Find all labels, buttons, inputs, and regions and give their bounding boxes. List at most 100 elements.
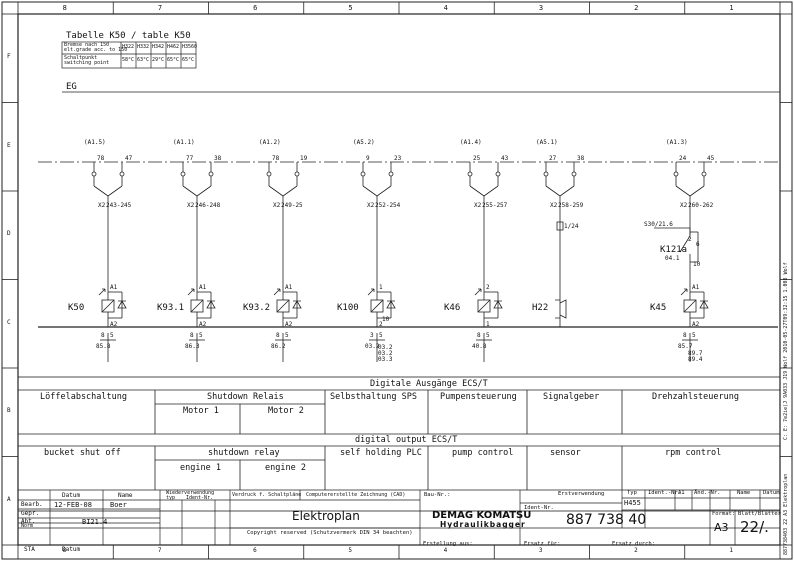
connector-socket-left: [266, 171, 272, 177]
indicator-arrow: [98, 288, 106, 296]
connector-pin-right-label: 47: [125, 155, 133, 162]
circuit-ref-label: (A1.4): [460, 139, 482, 146]
k45-ref-2: 89.7: [688, 350, 703, 357]
tb-ersatz-durch: Ersatz durch:: [612, 541, 656, 547]
contact-ref-value: 86.2: [271, 343, 286, 350]
wire-number-label: 246-248: [195, 202, 221, 209]
column-label-bottom: 6: [253, 547, 257, 554]
coil-pin-b-label: 1: [486, 321, 490, 328]
column-label-bottom: 4: [443, 547, 448, 554]
connector-pin-left-label: 77: [186, 155, 194, 162]
connector-socket-left: [543, 171, 549, 177]
coil-pin-b-label: A2: [199, 321, 207, 328]
wire-number-label: 252-254: [375, 202, 401, 209]
row-label-left: D: [7, 230, 11, 238]
tb-company-logo: DEMAG KOMATSU: [432, 510, 532, 521]
tb-typ-val: H455: [624, 499, 641, 507]
wire: [107, 185, 123, 197]
row-label-left: A: [7, 495, 11, 503]
tb-bearb-date: 12-FEB-08: [54, 501, 92, 509]
tb-erstellt: Erstellung aus:: [423, 541, 473, 547]
table-k50-row2-cell: 65°C: [182, 57, 195, 63]
wire: [362, 185, 378, 197]
tb-typ-label: Typ: [627, 490, 637, 496]
desc-header-de: Digitale Ausgänge ECS/T: [370, 379, 488, 389]
tb-sta: STA: [24, 546, 35, 553]
column-label-bottom: 8: [62, 547, 67, 554]
k45-ref-3: 89.4: [688, 356, 703, 363]
column-label-top: 3: [538, 4, 544, 12]
contact-ref-right: 5: [692, 332, 696, 339]
tb-computer: Computererstellte Zeichnung (CAD): [306, 492, 406, 498]
desc-en-selfholding: self holding PLC: [340, 448, 422, 458]
row-label-left: F: [7, 53, 11, 61]
wire-number-label: 258-259: [558, 202, 584, 209]
desc-en-shutdown: shutdown relay: [208, 448, 280, 458]
connector-pin-right-label: 23: [394, 155, 402, 162]
tb-identnr: Ident-Nr.: [186, 495, 214, 501]
switch-contact: [679, 235, 691, 253]
connector-pin-left-label: 78: [97, 155, 105, 162]
desc-de-loeffel: Löffelabschaltung: [40, 392, 127, 402]
tb-ident-label: Ident-Nr.: [524, 505, 554, 511]
table-k50-row1-cell: H462: [167, 44, 180, 50]
terminal-strip-label: X2: [474, 202, 482, 209]
table-k50-row2-cell: 29°C: [152, 57, 165, 63]
tb-row-bearb: Bearb.: [21, 501, 43, 508]
connector-socket-right: [388, 171, 394, 177]
tb-title: Elektroplan: [292, 509, 360, 523]
wire: [689, 185, 705, 197]
tb-blatt-label: Blatt/Blätter: [738, 511, 782, 517]
tb-col-datum: Datum: [62, 492, 81, 499]
tb-abt-val: BI21.4: [82, 518, 108, 526]
row-label-left: B: [7, 407, 11, 415]
connector-socket-right: [495, 171, 501, 177]
contact-ref-right: 5: [199, 332, 203, 339]
column-label-top: 6: [253, 4, 258, 12]
contact-ref-value: 86.3: [185, 343, 200, 350]
protection-diode: [386, 300, 396, 309]
coil-pin-a-label: A1: [285, 284, 293, 291]
column-label-top: 7: [157, 4, 163, 12]
connector-socket-left: [91, 171, 97, 177]
contact-ref-left: 8: [477, 332, 481, 339]
connector-pin-right-label: 45: [707, 155, 715, 162]
tb-bottom-datum: Datum: [62, 546, 81, 553]
tb-aend: Änd.-Nr.: [694, 490, 721, 496]
connector-socket-right: [701, 171, 707, 177]
desc-de-pumpen: Pumpensteuerung: [440, 392, 517, 402]
tb-ident-kurz: Ident.-Nr.: [648, 490, 682, 496]
contact-ref-right: 5: [379, 332, 383, 339]
wire-number-label: 243-245: [106, 202, 132, 209]
terminal-strip-label: X2: [98, 202, 106, 209]
wire: [675, 185, 691, 197]
table-k50-row2-cell: 58°C: [122, 57, 135, 63]
tb-wiederverwendung: Wiederverwendung: [166, 490, 215, 496]
contact-ref-left: 8: [276, 332, 280, 339]
side-text-top: C: E: 7e2ie(J 9A033 J19 Wolf 2010-05-27T…: [783, 262, 789, 440]
device-label: H22: [532, 303, 549, 313]
tb-typ: typ: [166, 495, 176, 501]
desc-en-pump: pump control: [452, 448, 514, 458]
coil-pin-b-label: A2: [110, 321, 118, 328]
tb-datum2: Datum: [763, 490, 780, 496]
connector-pin-left-label: 25: [473, 155, 481, 162]
desc-de-shutdown: Shutdown Relais: [207, 392, 284, 402]
relay-coil-diagonal: [683, 299, 697, 313]
relay-coil-diagonal: [477, 299, 491, 313]
tb-name2: Name: [737, 490, 751, 496]
column-label-bottom: 1: [729, 547, 733, 554]
s30-label: S30/21.6: [644, 221, 673, 228]
desc-en-sensor: sensor: [550, 448, 581, 458]
contact-ref-right: 5: [285, 332, 289, 339]
contact-ref-left: 8: [683, 332, 687, 339]
desc-de-motor2: Motor 2: [268, 406, 304, 416]
relay-coil-diagonal: [190, 299, 204, 313]
relay-coil-diagonal: [370, 299, 384, 313]
circuit-ref-label: (A1.3): [666, 139, 688, 146]
desc-en-engine1: engine 1: [180, 463, 221, 473]
column-label-bottom: 3: [538, 547, 543, 554]
desc-en-rpm: rpm control: [665, 448, 722, 458]
connector-socket-right: [571, 171, 577, 177]
contact-ref-left: 3: [370, 332, 374, 339]
